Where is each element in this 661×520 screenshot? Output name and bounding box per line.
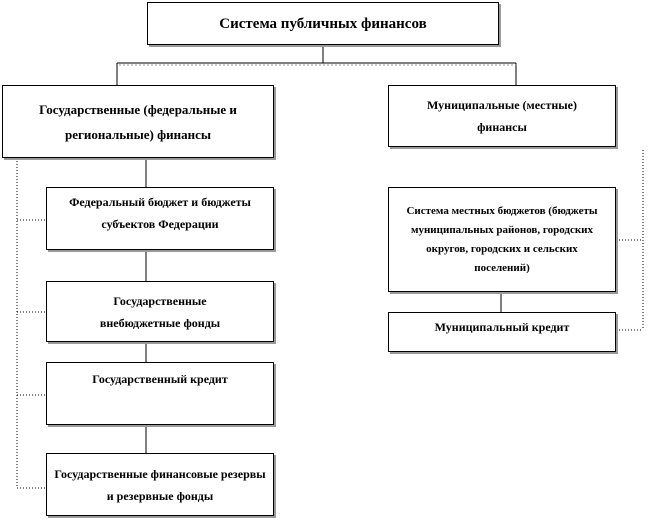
state-finance-label: Государственные (федеральные и региональ… xyxy=(39,101,237,142)
state-reserves-label: Государственные финансовые резервы и рез… xyxy=(54,466,266,503)
municipal-credit-box: Муниципальный кредит xyxy=(388,312,616,352)
extrabudgetary-funds-label: Государственные внебюджетные фонды xyxy=(99,293,221,330)
local-budgets-box: Система местных бюджетов (бюджеты муници… xyxy=(388,187,616,292)
root-title: Система публичных финансов xyxy=(219,15,427,32)
municipal-finance-label: Муниципальные (местные) финансы xyxy=(427,98,577,134)
municipal-credit-label: Муниципальный кредит xyxy=(434,320,570,334)
state-credit-box: Государственный кредит xyxy=(46,362,274,425)
state-finance-box: Государственные (федеральные и региональ… xyxy=(2,85,274,158)
root-title-box: Система публичных финансов xyxy=(147,2,499,45)
local-budgets-label: Система местных бюджетов (бюджеты муници… xyxy=(406,204,598,274)
federal-budget-box: Федеральный бюджет и бюджеты субъектов Ф… xyxy=(46,187,274,250)
state-reserves-box: Государственные финансовые резервы и рез… xyxy=(46,453,274,516)
municipal-finance-box: Муниципальные (местные) финансы xyxy=(388,85,616,147)
federal-budget-label: Федеральный бюджет и бюджеты субъектов Ф… xyxy=(69,195,251,231)
state-credit-label: Государственный кредит xyxy=(92,372,228,386)
extrabudgetary-funds-box: Государственные внебюджетные фонды xyxy=(46,281,274,342)
